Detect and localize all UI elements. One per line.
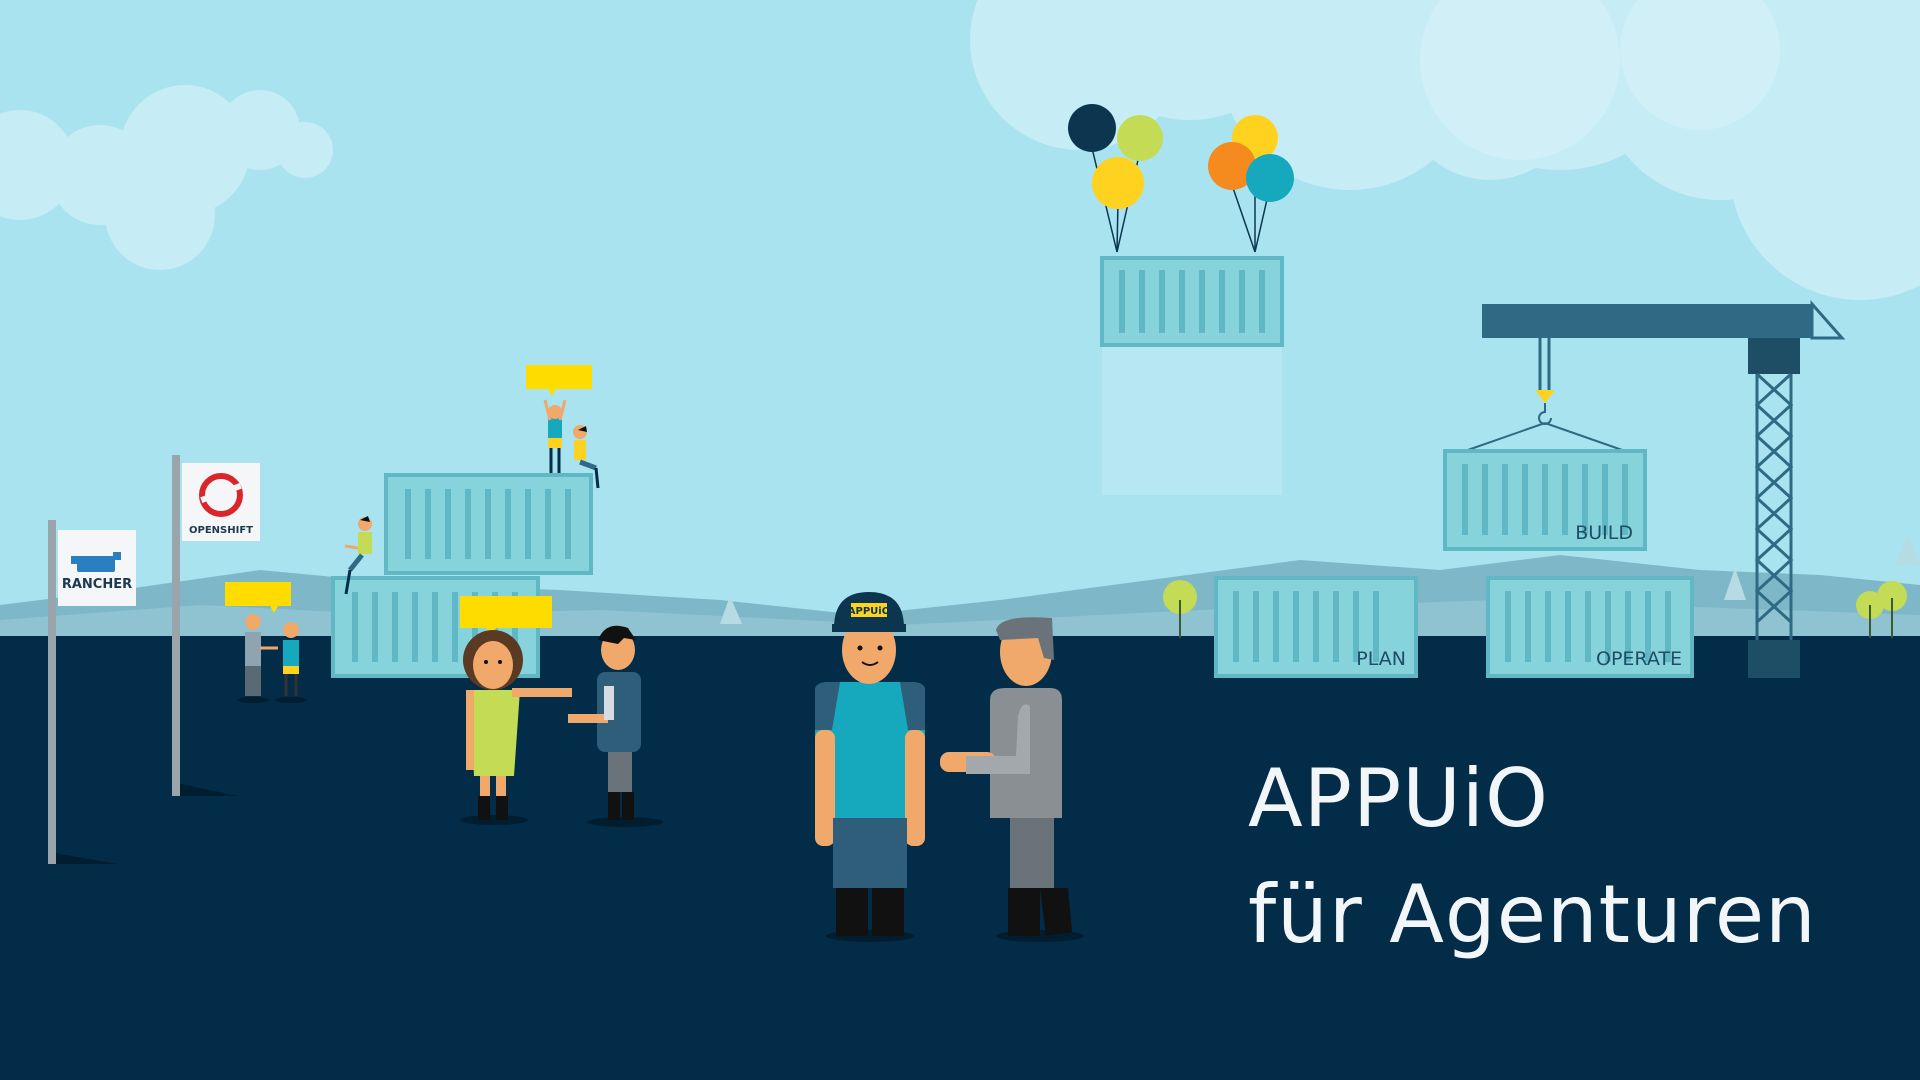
container-build: BUILD xyxy=(1443,449,1647,551)
speech-bubble xyxy=(526,365,592,396)
flag-rancher: RANCHER xyxy=(48,520,136,864)
floating-container xyxy=(1100,256,1284,495)
person-small xyxy=(237,614,278,703)
crane xyxy=(1464,300,1846,678)
cloud-highlight xyxy=(1420,0,1780,160)
person-small xyxy=(275,622,307,703)
tree-round xyxy=(1877,581,1907,638)
container-operate: OPERATE xyxy=(1486,576,1694,678)
cloud-left xyxy=(0,85,333,270)
person-appuio-helmet: APPUiO xyxy=(815,592,925,942)
tree-triangle xyxy=(1724,568,1746,600)
headline-subtitle: für Agenturen xyxy=(1248,868,1817,961)
balloons xyxy=(1068,104,1294,253)
tree-triangle xyxy=(720,596,742,624)
speech-bubble xyxy=(225,582,291,613)
rancher-logo-icon xyxy=(71,552,121,572)
container-plan: PLAN xyxy=(1214,576,1418,678)
child-figure xyxy=(573,425,600,489)
helmet-label: APPUiO xyxy=(848,606,890,617)
flag-openshift-label: OPENSHIFT xyxy=(189,525,253,536)
ground xyxy=(0,636,1920,1080)
container-stack xyxy=(331,473,593,678)
container-plan-label: PLAN xyxy=(1356,648,1406,670)
flag-rancher-label: RANCHER xyxy=(62,577,132,592)
headline-title: APPUiO xyxy=(1248,752,1549,845)
openshift-logo-icon xyxy=(199,473,243,517)
child-figure xyxy=(344,516,372,595)
container-build-label: BUILD xyxy=(1575,522,1633,544)
container-operate-label: OPERATE xyxy=(1596,648,1682,670)
tree-triangle xyxy=(1895,535,1920,565)
child-figure xyxy=(543,399,567,473)
tree-round xyxy=(1163,580,1197,638)
person-girl xyxy=(460,630,572,825)
tree-round xyxy=(1856,591,1884,638)
flag-openshift: OPENSHIFT xyxy=(172,455,260,796)
person-man-dark xyxy=(568,625,663,827)
person-grey-man xyxy=(940,617,1084,942)
